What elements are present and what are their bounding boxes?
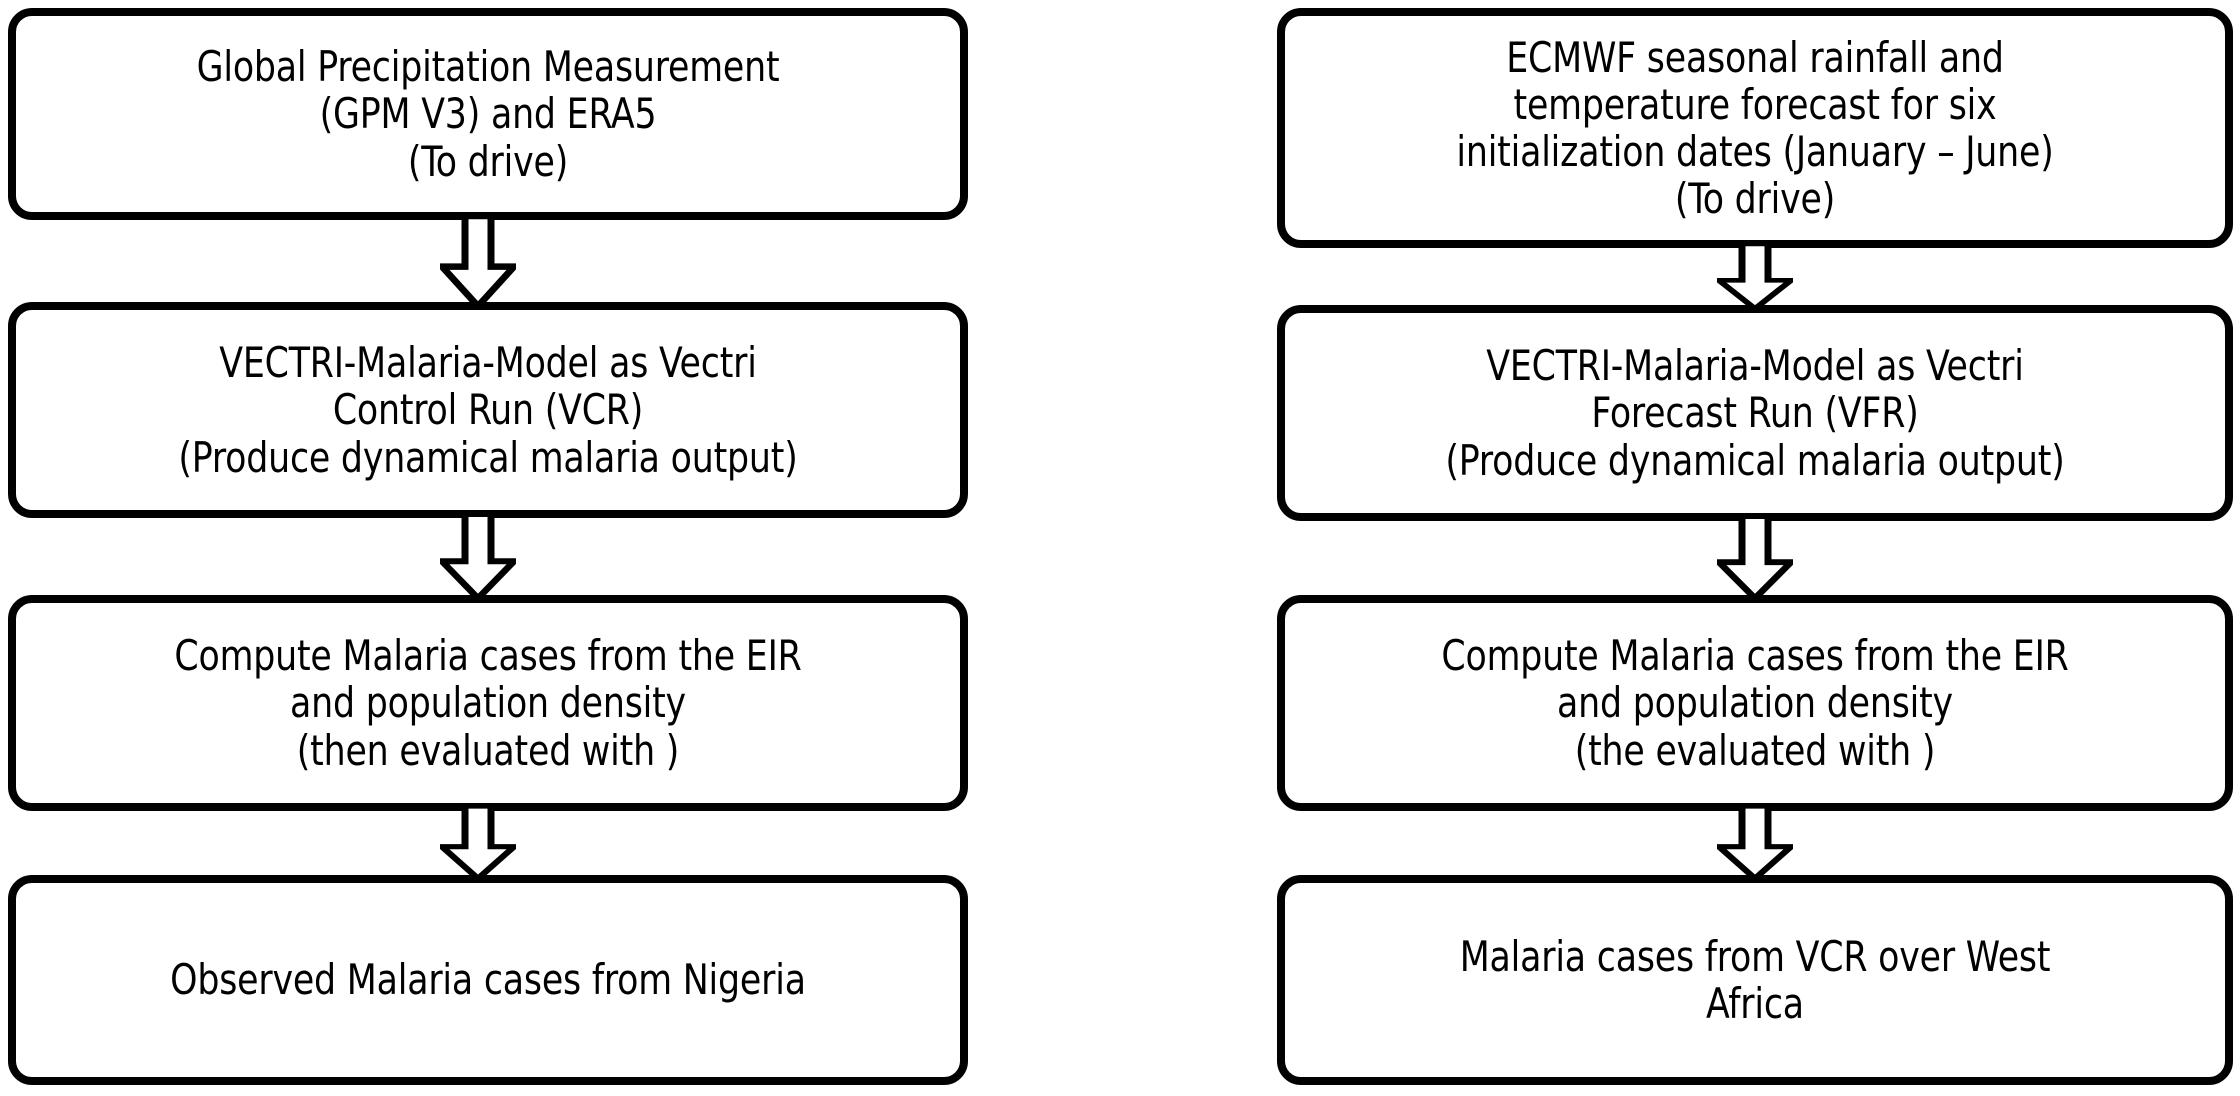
arrow-compute-to-cases (1717, 806, 1793, 880)
node-ecmwf-forecast-label: ECMWF seasonal rainfall and temperature … (1456, 32, 2054, 224)
arrow-compute-to-observed (440, 806, 516, 880)
node-cases-vcr-west-africa-label: Malaria cases from VCR over West Africa (1459, 931, 2051, 1028)
arrow-ecmwf-to-vfr (1717, 244, 1793, 310)
node-gpm-era5[interactable]: Global Precipitation Measurement (GPM V3… (8, 8, 968, 220)
node-compute-cases-forecast-label: Compute Malaria cases from the EIR and p… (1441, 631, 2069, 775)
arrow-gpm-to-vcr (440, 216, 516, 308)
node-vectri-control-run-label: VECTRI-Malaria-Model as Vectri Control R… (178, 338, 798, 482)
down-arrow-icon (1717, 806, 1793, 880)
arrow-vfr-to-compute (1717, 516, 1793, 600)
node-compute-cases-forecast[interactable]: Compute Malaria cases from the EIR and p… (1277, 595, 2233, 811)
down-arrow-icon (1717, 244, 1793, 310)
node-vectri-forecast-run[interactable]: VECTRI-Malaria-Model as Vectri Forecast … (1277, 305, 2233, 521)
pipeline-column-forecast-run: ECMWF seasonal rainfall and temperature … (1277, 0, 2233, 1096)
node-ecmwf-forecast[interactable]: ECMWF seasonal rainfall and temperature … (1277, 8, 2233, 248)
down-arrow-icon (440, 514, 516, 600)
down-arrow-icon (440, 216, 516, 308)
down-arrow-icon (1717, 516, 1793, 600)
node-cases-vcr-west-africa[interactable]: Malaria cases from VCR over West Africa (1277, 875, 2233, 1085)
node-observed-cases-nigeria[interactable]: Observed Malaria cases from Nigeria (8, 875, 968, 1085)
arrow-vcr-to-compute (440, 514, 516, 600)
node-compute-cases-control-label: Compute Malaria cases from the EIR and p… (174, 631, 802, 775)
node-compute-cases-control[interactable]: Compute Malaria cases from the EIR and p… (8, 595, 968, 811)
node-vectri-control-run[interactable]: VECTRI-Malaria-Model as Vectri Control R… (8, 302, 968, 518)
node-observed-cases-nigeria-label: Observed Malaria cases from Nigeria (170, 955, 806, 1005)
node-vectri-forecast-run-label: VECTRI-Malaria-Model as Vectri Forecast … (1445, 341, 2065, 485)
pipeline-column-control-run: Global Precipitation Measurement (GPM V3… (8, 0, 968, 1096)
down-arrow-icon (440, 806, 516, 880)
node-gpm-era5-label: Global Precipitation Measurement (GPM V3… (196, 42, 780, 186)
